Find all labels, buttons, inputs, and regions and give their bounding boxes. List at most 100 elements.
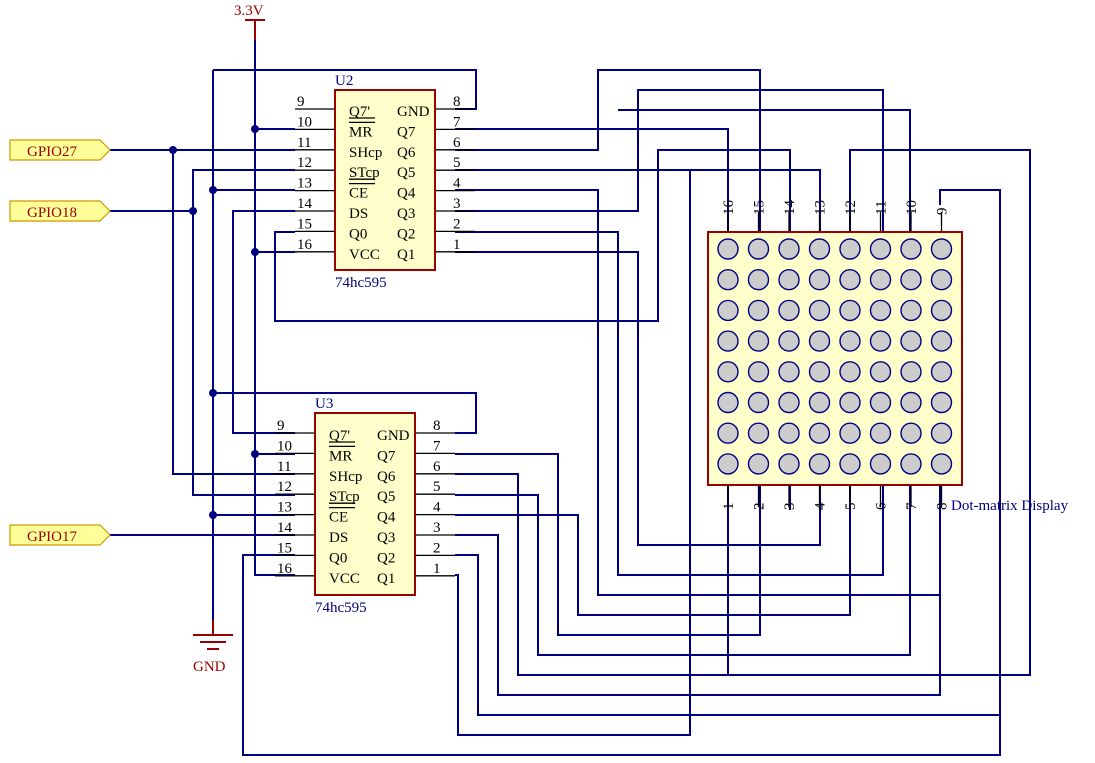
pin-name: Q1 xyxy=(377,571,395,587)
pin-name: DS xyxy=(329,530,348,546)
led-dot xyxy=(900,422,922,444)
pin-number: 13 xyxy=(277,500,292,516)
led-dot xyxy=(808,361,831,383)
pin-name: DS xyxy=(349,206,368,222)
led-dot xyxy=(717,361,739,383)
pin-name: Q0 xyxy=(329,550,347,566)
matrix-pin-number-top: 11 xyxy=(874,201,890,215)
led-dot xyxy=(778,269,800,291)
pin-name: VCC xyxy=(349,247,380,263)
pin-name: Q7' xyxy=(349,104,370,120)
pin-number: 2 xyxy=(453,216,461,232)
matrix-pin-number-bottom: 7 xyxy=(904,502,920,510)
matrix-pin-number-top: 14 xyxy=(782,200,798,216)
junction-dot xyxy=(209,389,217,397)
led-dot xyxy=(808,330,831,352)
pin-name: Q7 xyxy=(377,448,396,464)
led-dot xyxy=(900,361,922,383)
led-dot xyxy=(778,422,800,444)
pin-number: 12 xyxy=(277,479,292,495)
led-dot xyxy=(778,361,800,383)
pin-number: 12 xyxy=(297,155,312,171)
led-dot xyxy=(717,422,739,444)
u2-q5-net xyxy=(455,169,821,232)
led-dot xyxy=(839,238,861,260)
u2-q2-net xyxy=(455,231,884,576)
junction-dot xyxy=(209,186,217,194)
pin-name: Q6 xyxy=(377,469,396,485)
chip-u3: U374hc5959Q7'8GND10MR7Q711SHcp6Q612STcp5… xyxy=(275,396,455,616)
gpio-flag-label: GPIO18 xyxy=(27,205,77,221)
pin-number: 16 xyxy=(297,237,313,253)
u3-q7-net xyxy=(455,453,761,636)
led-dot xyxy=(930,299,953,322)
gpio27-to-u3-shcp xyxy=(172,150,295,475)
shift-registers: U274hc5959Q7'8GND10MR7Q711SHcp6Q612STcp5… xyxy=(275,73,475,616)
pin-number: 11 xyxy=(277,459,291,475)
gpio-flag-27: GPIO27 xyxy=(9,139,111,161)
pin-name: SHcp xyxy=(329,469,362,485)
matrix-pin-number-top: 16 xyxy=(721,200,737,216)
gpio-flag-label: GPIO17 xyxy=(27,529,78,545)
led-dot xyxy=(747,391,770,414)
pin-number: 16 xyxy=(277,561,293,577)
pin-name: Q2 xyxy=(397,226,415,242)
pin-number: 5 xyxy=(433,479,441,495)
led-dot xyxy=(930,269,953,291)
led-dot xyxy=(839,391,861,414)
led-dot xyxy=(778,453,800,475)
chip-body xyxy=(334,89,436,271)
chip-part: 74hc595 xyxy=(335,275,387,291)
led-dot xyxy=(839,269,861,291)
pin-number: 6 xyxy=(453,135,461,151)
pin-name: GND xyxy=(377,428,410,444)
u3-q4-net xyxy=(455,485,941,696)
led-dot xyxy=(747,453,770,475)
led-dot xyxy=(717,391,739,414)
pin-number: 6 xyxy=(433,459,441,475)
u3-q5-net xyxy=(455,485,851,616)
led-dot xyxy=(808,299,831,322)
gnd-label: GND xyxy=(193,659,226,675)
led-dot xyxy=(930,391,953,414)
led-dot xyxy=(808,422,831,444)
pin-name: Q5 xyxy=(377,489,395,505)
u2-extra-12 xyxy=(455,149,1031,676)
chip-u2: U274hc5959Q7'8GND10MR7Q711SHcp6Q612STcp5… xyxy=(295,73,475,291)
matrix-pin-number-top: 9 xyxy=(935,208,951,216)
pin-number: 1 xyxy=(433,561,441,577)
matrix-title: Dot-matrix Display xyxy=(951,498,1069,514)
led-dot xyxy=(839,453,861,475)
led-dot xyxy=(717,299,739,322)
pin-number: 9 xyxy=(297,94,305,110)
u3-q6-net xyxy=(455,485,911,656)
pin-number: 3 xyxy=(453,196,461,212)
pin-number: 14 xyxy=(277,520,293,536)
pin-number: 10 xyxy=(297,114,312,130)
led-dot xyxy=(808,453,831,475)
pin-number: 5 xyxy=(453,155,461,171)
gnd-symbol: GND xyxy=(193,620,233,675)
pin-number: 11 xyxy=(297,135,311,151)
vcc-symbol: 3.3V xyxy=(234,3,265,40)
led-dot xyxy=(900,453,922,475)
led-dot xyxy=(900,238,922,260)
gpio-flag-18: GPIO18 xyxy=(9,200,111,222)
led-dot xyxy=(717,330,739,352)
junction-dot xyxy=(251,125,259,133)
led-dot xyxy=(839,422,861,444)
u2-q3-net xyxy=(455,89,884,232)
pin-name: CE xyxy=(349,186,368,202)
led-dot xyxy=(808,391,831,414)
pin-name: CE xyxy=(329,510,348,526)
led-dot xyxy=(869,238,892,260)
u2-q6-net xyxy=(455,69,761,232)
led-dot xyxy=(930,361,953,383)
u2-q7-net xyxy=(455,128,729,232)
pin-name: Q7 xyxy=(397,124,416,140)
matrix-pin-number-bottom: 6 xyxy=(874,502,890,510)
pin-number: 15 xyxy=(277,540,292,556)
led-dot xyxy=(900,269,922,291)
matrix-pin-number-top: 13 xyxy=(813,200,829,215)
